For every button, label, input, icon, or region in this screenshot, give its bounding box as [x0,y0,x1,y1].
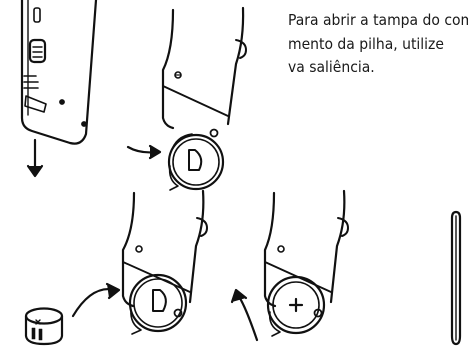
device-open-cover-illustration [161,6,247,191]
insert-battery-illustration [121,189,208,335]
instruction-line: mento da pilha, utilize [288,34,444,53]
instruction-line: va saliência. [288,58,375,76]
curved-arrow-icon [71,282,121,318]
device-slide-down-illustration [20,0,98,145]
instruction-text: Para abrir a tampa do compartimento ment… [288,9,468,80]
curved-arrow-icon [126,144,162,160]
tool-pin-illustration [450,210,462,346]
battery-illustration [24,307,64,346]
down-arrow-icon [26,138,44,178]
close-cover-illustration [263,189,349,337]
instruction-line: Para abrir a tampa do compartimento [288,11,468,29]
curved-arrow-icon [230,288,259,342]
